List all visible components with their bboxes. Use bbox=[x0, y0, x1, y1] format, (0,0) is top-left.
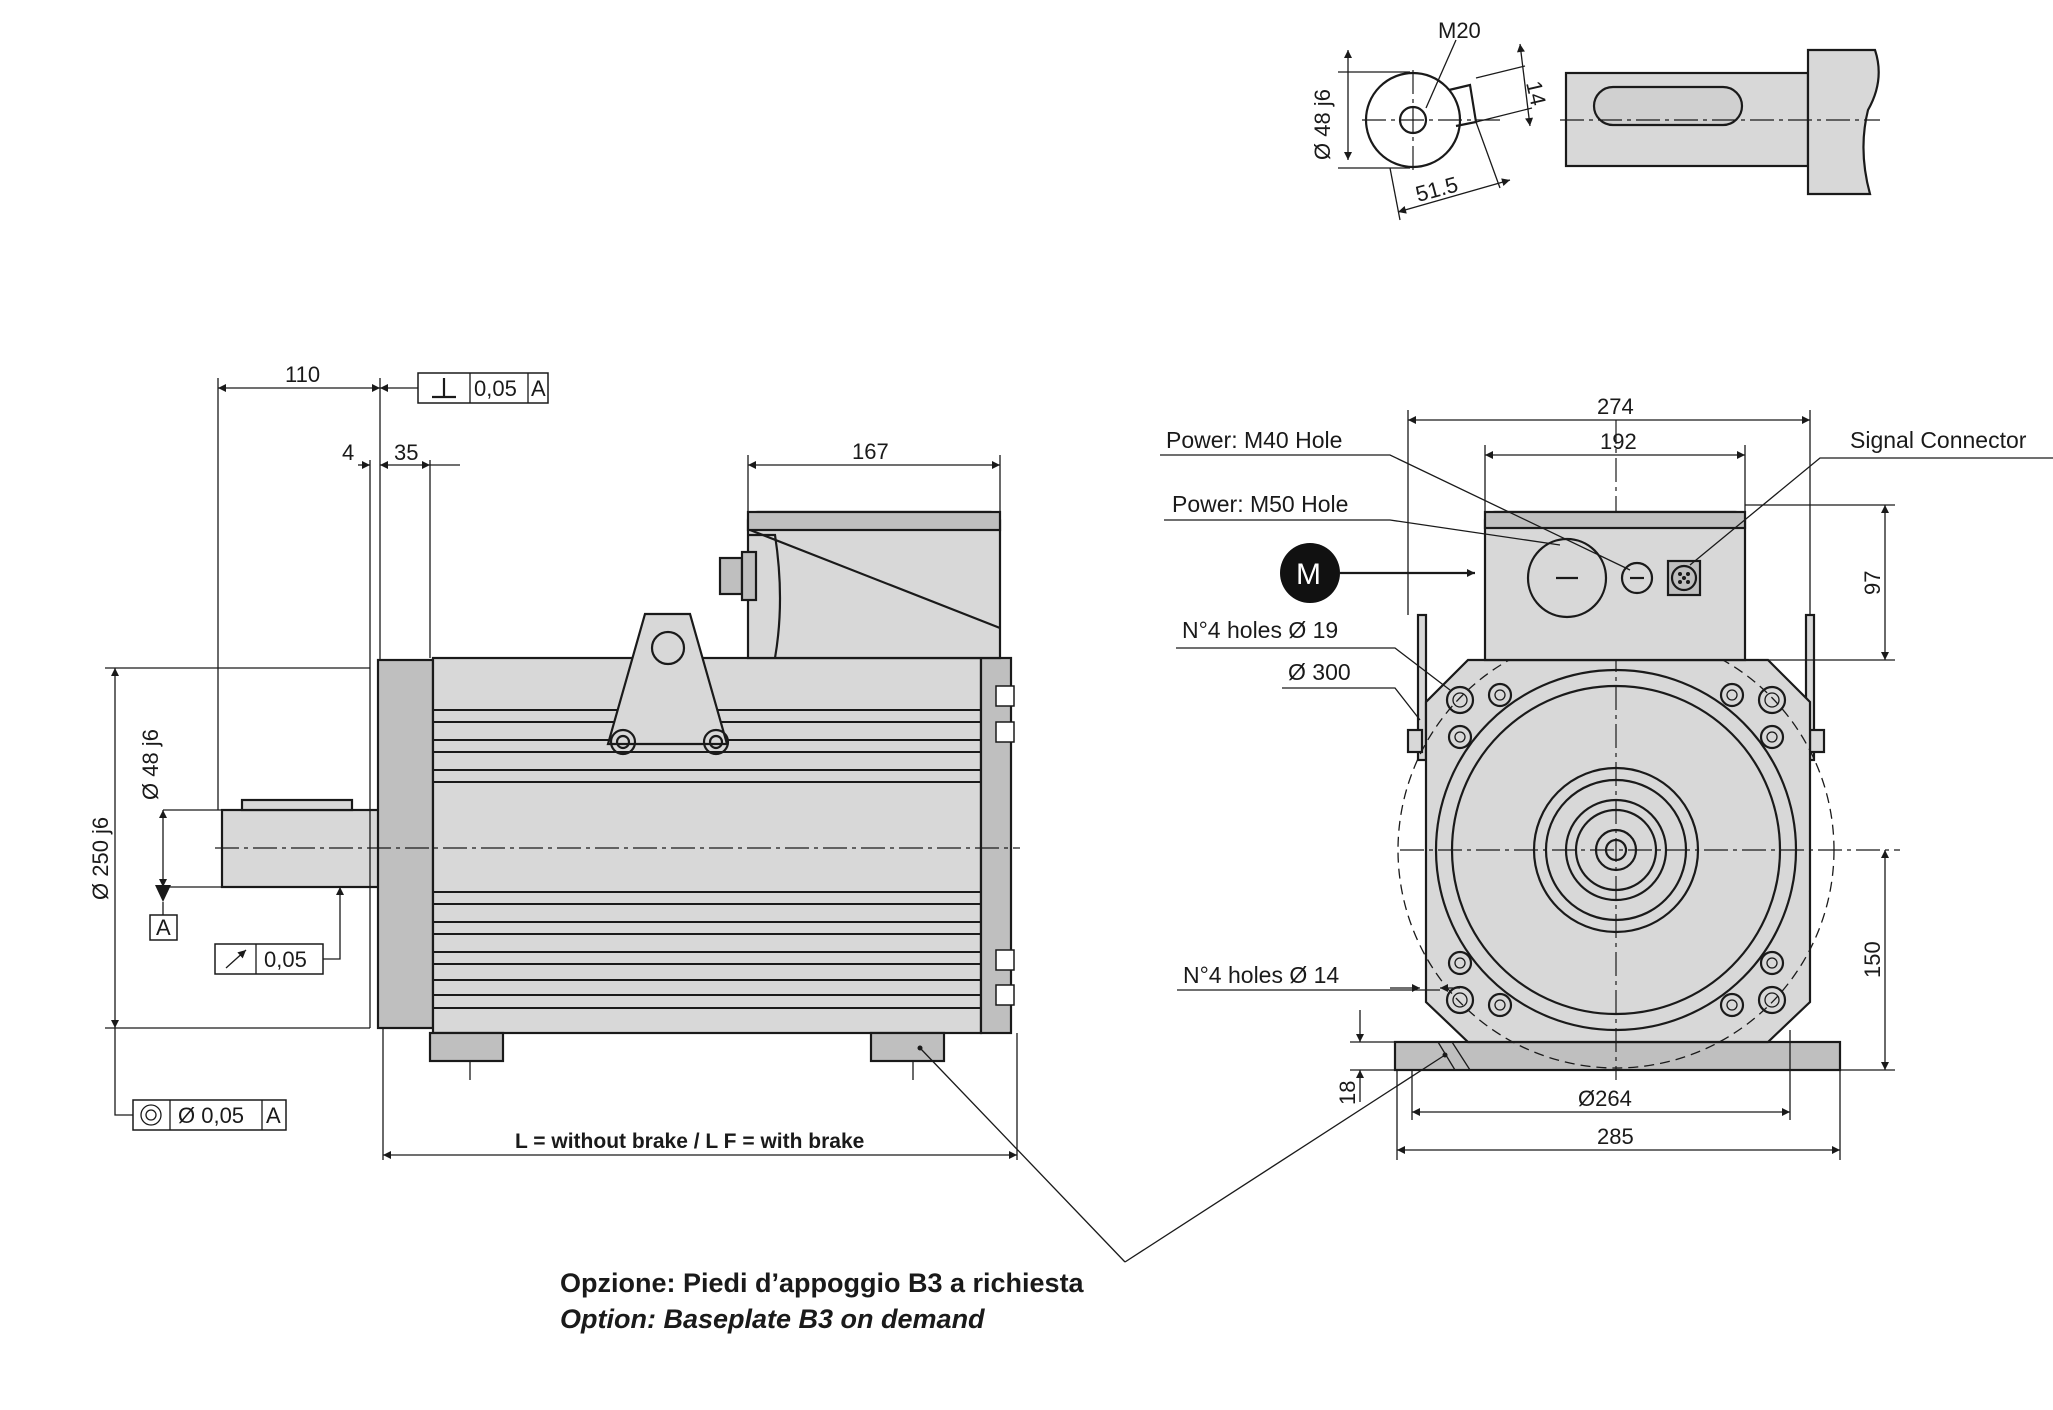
height-97-label: 97 bbox=[1860, 571, 1885, 595]
front-view: 274 192 Power: M40 Hole Power: M50 Hole … bbox=[1160, 394, 2053, 1160]
offset-4-label: 4 bbox=[342, 440, 354, 465]
height-150-label: 150 bbox=[1860, 941, 1885, 978]
shaft-diameter-label: Ø 48 j6 bbox=[138, 729, 163, 800]
perp-tolerance-value: 0,05 bbox=[474, 376, 517, 401]
flange-diameter-label: Ø 250 j6 bbox=[88, 817, 113, 900]
concentricity-value: Ø 0,05 bbox=[178, 1103, 244, 1128]
shaft-end-detail: M20 Ø 48 j6 14 51.5 bbox=[1310, 18, 1880, 221]
shaft-length-label: 110 bbox=[285, 362, 320, 387]
flange-bolts bbox=[1447, 682, 1785, 1018]
side-view: 110 0,05 A 4 35 167 Ø 48 j6 A bbox=[88, 362, 1020, 1160]
holes-19-label: N°4 holes Ø 19 bbox=[1182, 617, 1338, 643]
datum-a-label: A bbox=[156, 915, 171, 940]
dia-264-label: Ø264 bbox=[1578, 1086, 1632, 1111]
length-label: L = without brake / L F = with brake bbox=[515, 1130, 864, 1153]
runout-value: 0,05 bbox=[264, 947, 307, 972]
caption-english: Option: Baseplate B3 on demand bbox=[560, 1304, 985, 1334]
m-badge bbox=[1280, 543, 1340, 603]
m-badge-label: M bbox=[1296, 558, 1321, 591]
offset-35-label: 35 bbox=[394, 440, 418, 465]
perp-datum-ref: A bbox=[531, 376, 546, 401]
width-192-label: 192 bbox=[1600, 429, 1637, 454]
width-285-label: 285 bbox=[1597, 1124, 1634, 1149]
thread-label: M20 bbox=[1438, 18, 1481, 43]
caption-italian: Opzione: Piedi d’appoggio B3 a richiesta bbox=[560, 1268, 1085, 1298]
width-274-label: 274 bbox=[1597, 394, 1634, 419]
concentricity-datum-ref: A bbox=[266, 1103, 281, 1128]
power-m40-label: Power: M40 Hole bbox=[1166, 427, 1342, 453]
box-width-label: 167 bbox=[852, 439, 889, 464]
top-diameter-label: Ø 48 j6 bbox=[1310, 89, 1335, 160]
height-18-label: 18 bbox=[1335, 1081, 1360, 1105]
holes-14-label: N°4 holes Ø 14 bbox=[1183, 962, 1339, 988]
key-width-label: 14 bbox=[1521, 79, 1551, 108]
key-height-label: 51.5 bbox=[1413, 172, 1461, 207]
signal-connector-label: Signal Connector bbox=[1850, 427, 2027, 453]
mounting-holes-19 bbox=[1445, 685, 1787, 1015]
power-m50-label: Power: M50 Hole bbox=[1172, 491, 1348, 517]
dia-300-label: Ø 300 bbox=[1288, 659, 1351, 685]
